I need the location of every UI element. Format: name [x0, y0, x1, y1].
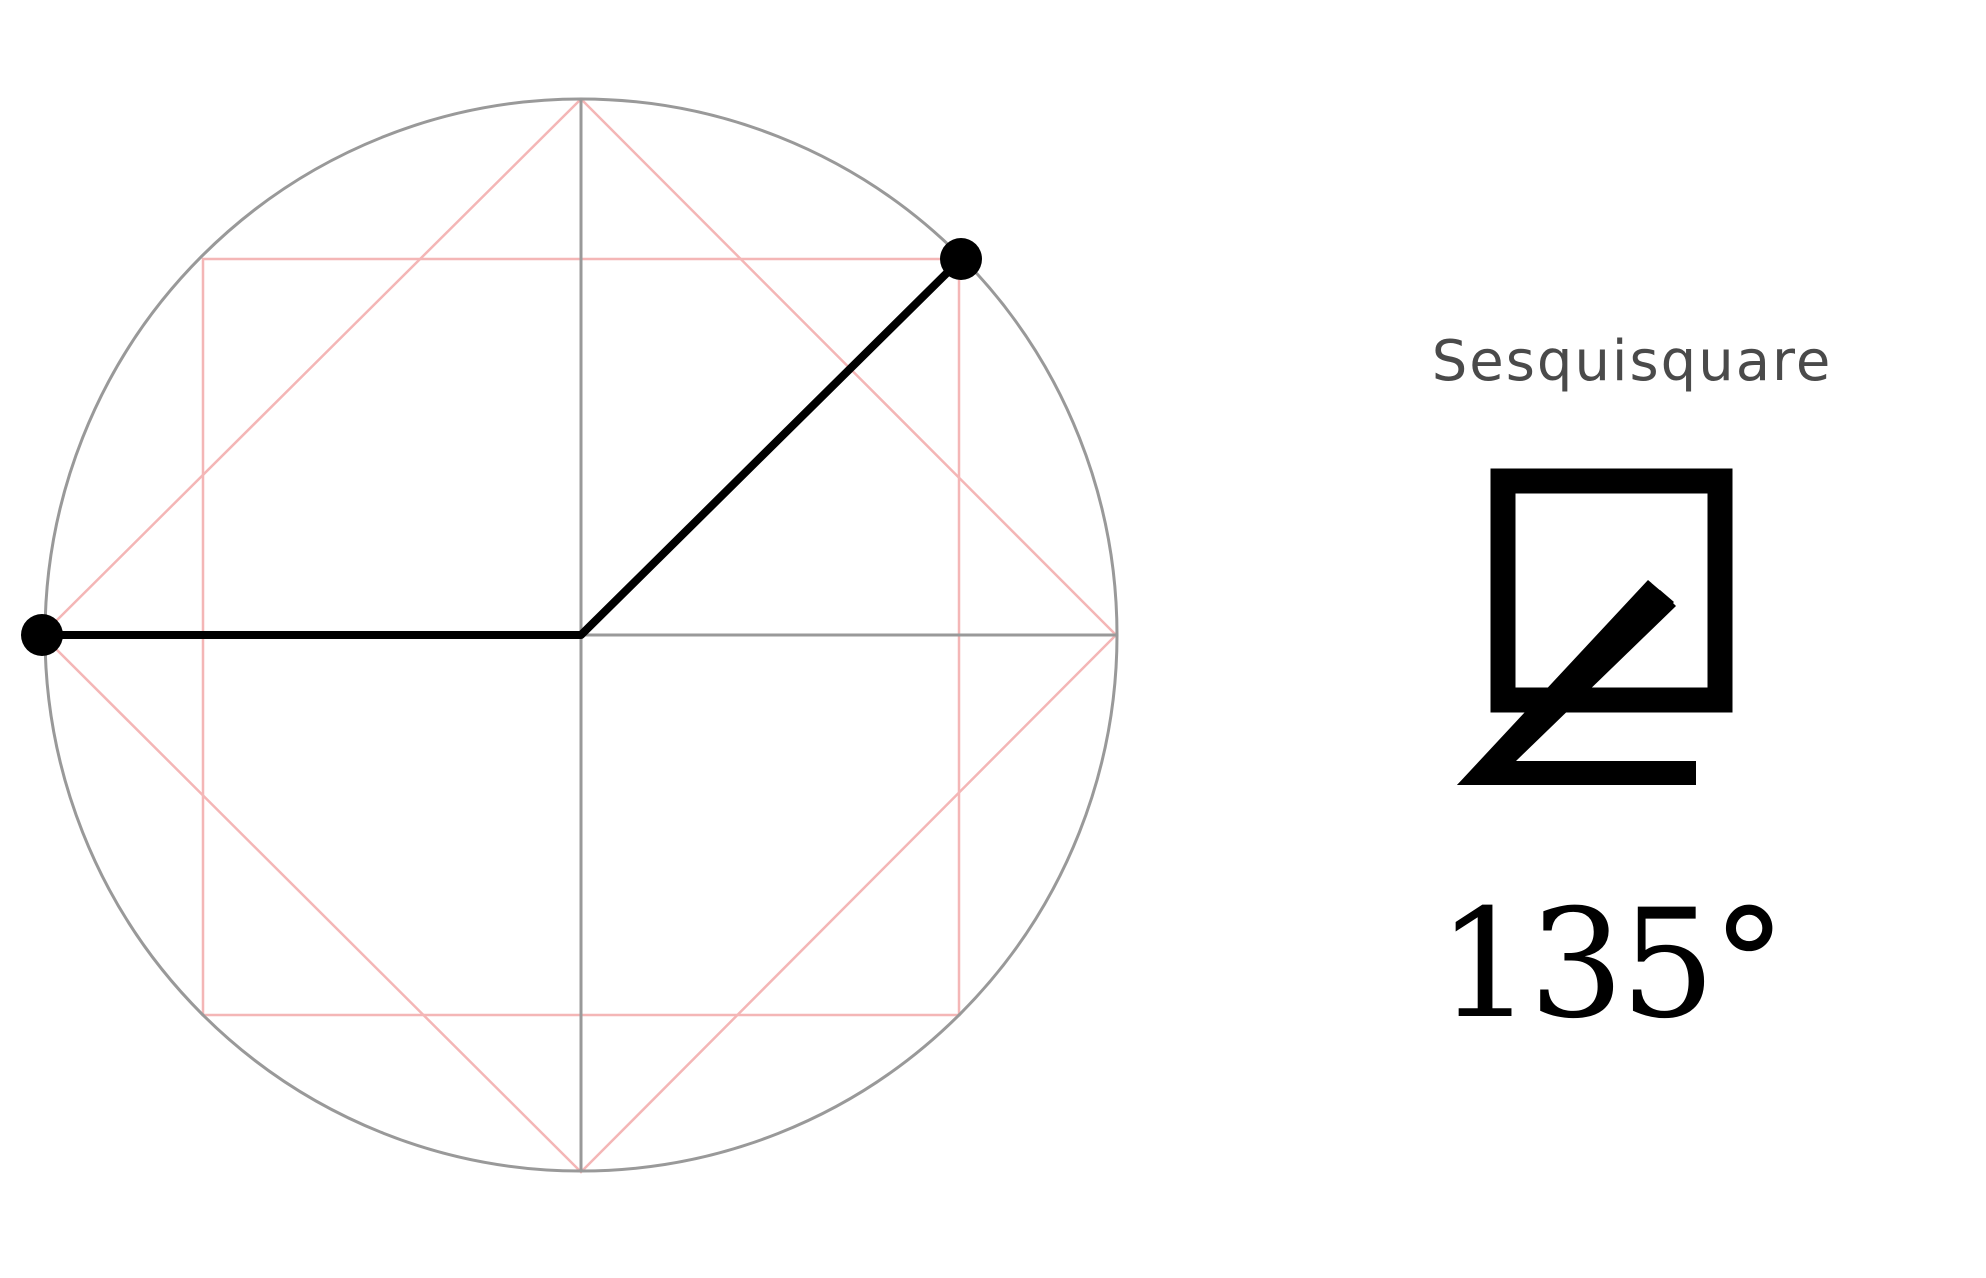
sesquisquare-glyph-icon — [1457, 468, 1733, 785]
angle-arm-lines — [38, 255, 965, 639]
end-point-marker — [940, 238, 982, 280]
start-point-marker — [21, 614, 63, 656]
angle-value-label: 135° — [1437, 878, 1782, 1052]
angle-arms — [38, 255, 965, 639]
aspect-name-label: Sesquisquare — [1432, 329, 1833, 394]
